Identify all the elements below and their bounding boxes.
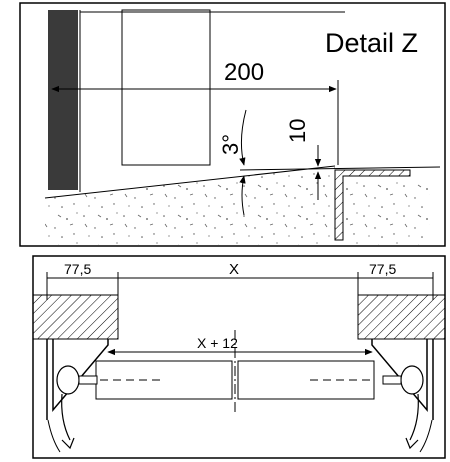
- right-lintel: [357, 294, 446, 340]
- right-seal-icon: [405, 393, 419, 450]
- dim-center-label: X: [229, 261, 239, 278]
- ground-slope-line: [44, 165, 336, 199]
- horizontal-reference-line: [239, 166, 441, 171]
- dim-10-label: 10: [285, 119, 310, 143]
- left-hinge: [56, 365, 80, 395]
- left-swing-arc: [47, 419, 61, 453]
- detail-title: Detail Z: [325, 28, 418, 58]
- angle-arc-bottom: [239, 175, 246, 216]
- right-hinge: [400, 365, 424, 395]
- wall-block: [48, 10, 78, 190]
- angle-label: 3°: [218, 134, 243, 155]
- bottom-panel-frame: [32, 255, 446, 459]
- right-swing-arc: [419, 419, 433, 453]
- ground-fill: [45, 166, 335, 245]
- angle-arc-top: [239, 109, 247, 166]
- right-hinge-arm: [382, 375, 402, 385]
- left-seal-icon: [61, 393, 75, 450]
- left-hinge-arm: [78, 375, 98, 385]
- door-section-panel: 77,5 X 77,5 X + 12: [32, 255, 446, 459]
- dim-left-label: 77,5: [64, 261, 91, 277]
- dim-inner-label: X + 12: [197, 335, 238, 351]
- ground-fill-right: [345, 178, 430, 245]
- dim-200-label: 200: [224, 59, 264, 86]
- angle-profile: [334, 169, 411, 241]
- left-lintel: [32, 294, 119, 340]
- dim-right-label: 77,5: [369, 261, 396, 277]
- detail-z-panel: 200 10 3° Detail Z: [19, 2, 446, 247]
